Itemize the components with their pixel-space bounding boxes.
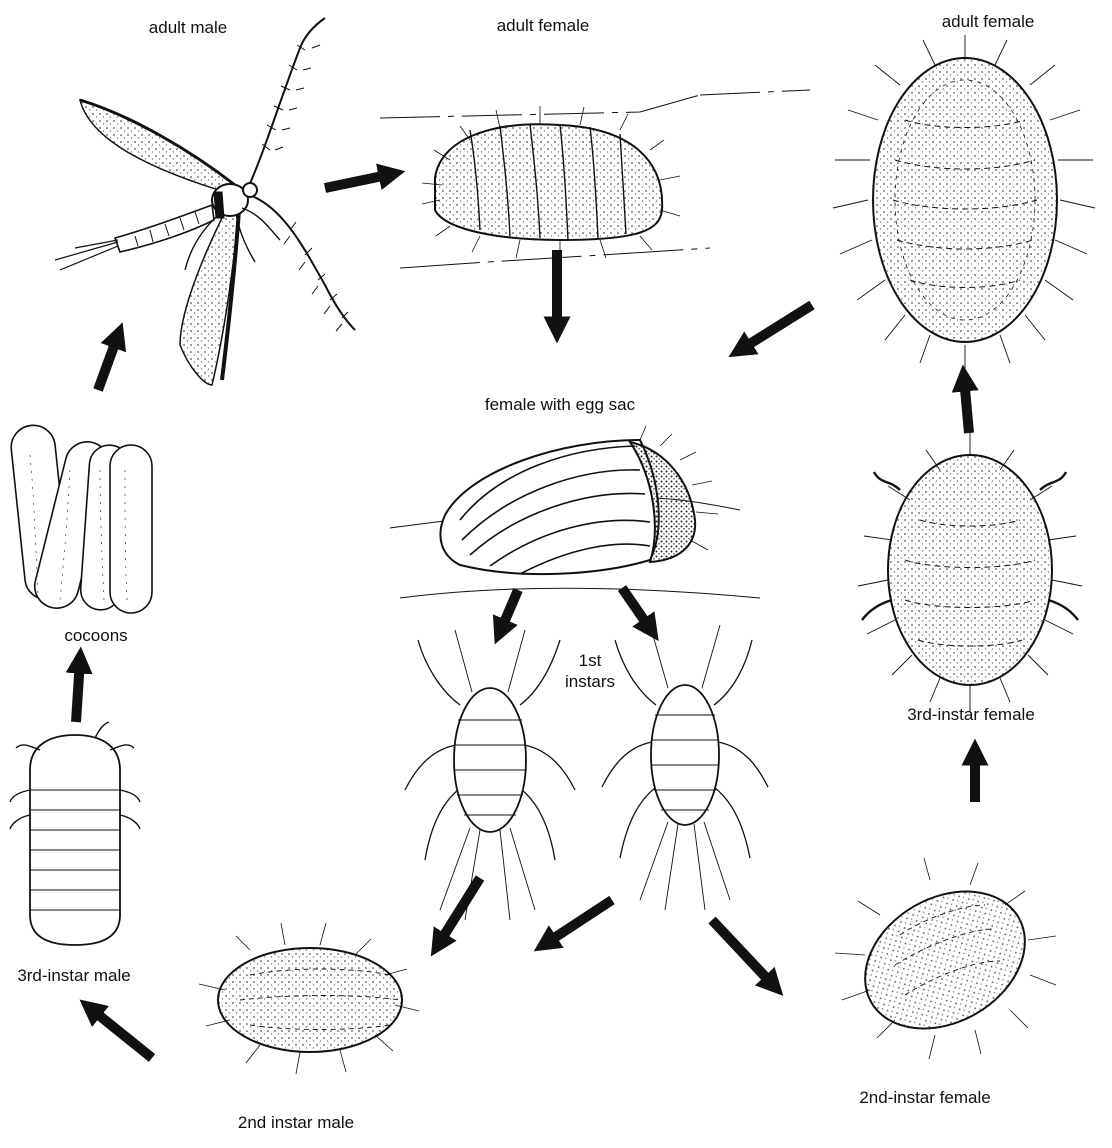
adult-female-top-illustration xyxy=(833,35,1095,375)
label-adult-male: adult male xyxy=(149,18,227,38)
label-third-instar-female: 3rd-instar female xyxy=(907,705,1035,725)
label-cocoons: cocoons xyxy=(64,626,127,646)
arrow-instar-right-to-male xyxy=(545,900,612,944)
label-third-instar-male: 3rd-instar male xyxy=(17,966,130,986)
egg-sac-illustration xyxy=(390,426,760,598)
label-adult-female-side: adult female xyxy=(497,16,590,36)
arrow-egg-sac-to-instar-right xyxy=(622,588,651,630)
cocoons-illustration xyxy=(9,423,152,613)
second-instar-female-illustration xyxy=(835,858,1056,1059)
arrow-third-to-adult-female xyxy=(964,378,969,433)
third-instar-female-illustration xyxy=(858,430,1082,712)
arrow-cocoons-to-adult-male xyxy=(98,335,118,390)
label-first-instars-line-1: 1st xyxy=(565,650,615,671)
label-adult-female-top: adult female xyxy=(942,12,1035,32)
label-first-instars: 1st instars xyxy=(565,650,615,692)
label-second-instar-female: 2nd-instar female xyxy=(859,1088,990,1108)
adult-male-illustration xyxy=(55,18,355,385)
first-instar-right-illustration xyxy=(602,625,768,910)
arrow-adult-female-to-egg-sac xyxy=(740,305,812,350)
first-instar-left-illustration xyxy=(405,630,575,920)
adult-female-side-illustration xyxy=(380,90,810,268)
arrow-instar-right-to-female xyxy=(712,920,774,986)
label-second-instar-male: 2nd instar male xyxy=(238,1113,354,1133)
second-instar-male-illustration xyxy=(199,923,419,1074)
label-first-instars-line-2: instars xyxy=(565,671,615,692)
arrow-instar-left-to-male xyxy=(438,878,480,945)
arrow-second-to-third-male xyxy=(90,1008,152,1058)
label-egg-sac: female with egg sac xyxy=(485,395,635,415)
arrow-third-male-to-cocoons xyxy=(76,660,80,722)
arrow-male-to-female xyxy=(325,174,392,188)
arrow-egg-sac-to-instar-left xyxy=(500,590,518,632)
third-instar-male-illustration xyxy=(10,722,140,945)
